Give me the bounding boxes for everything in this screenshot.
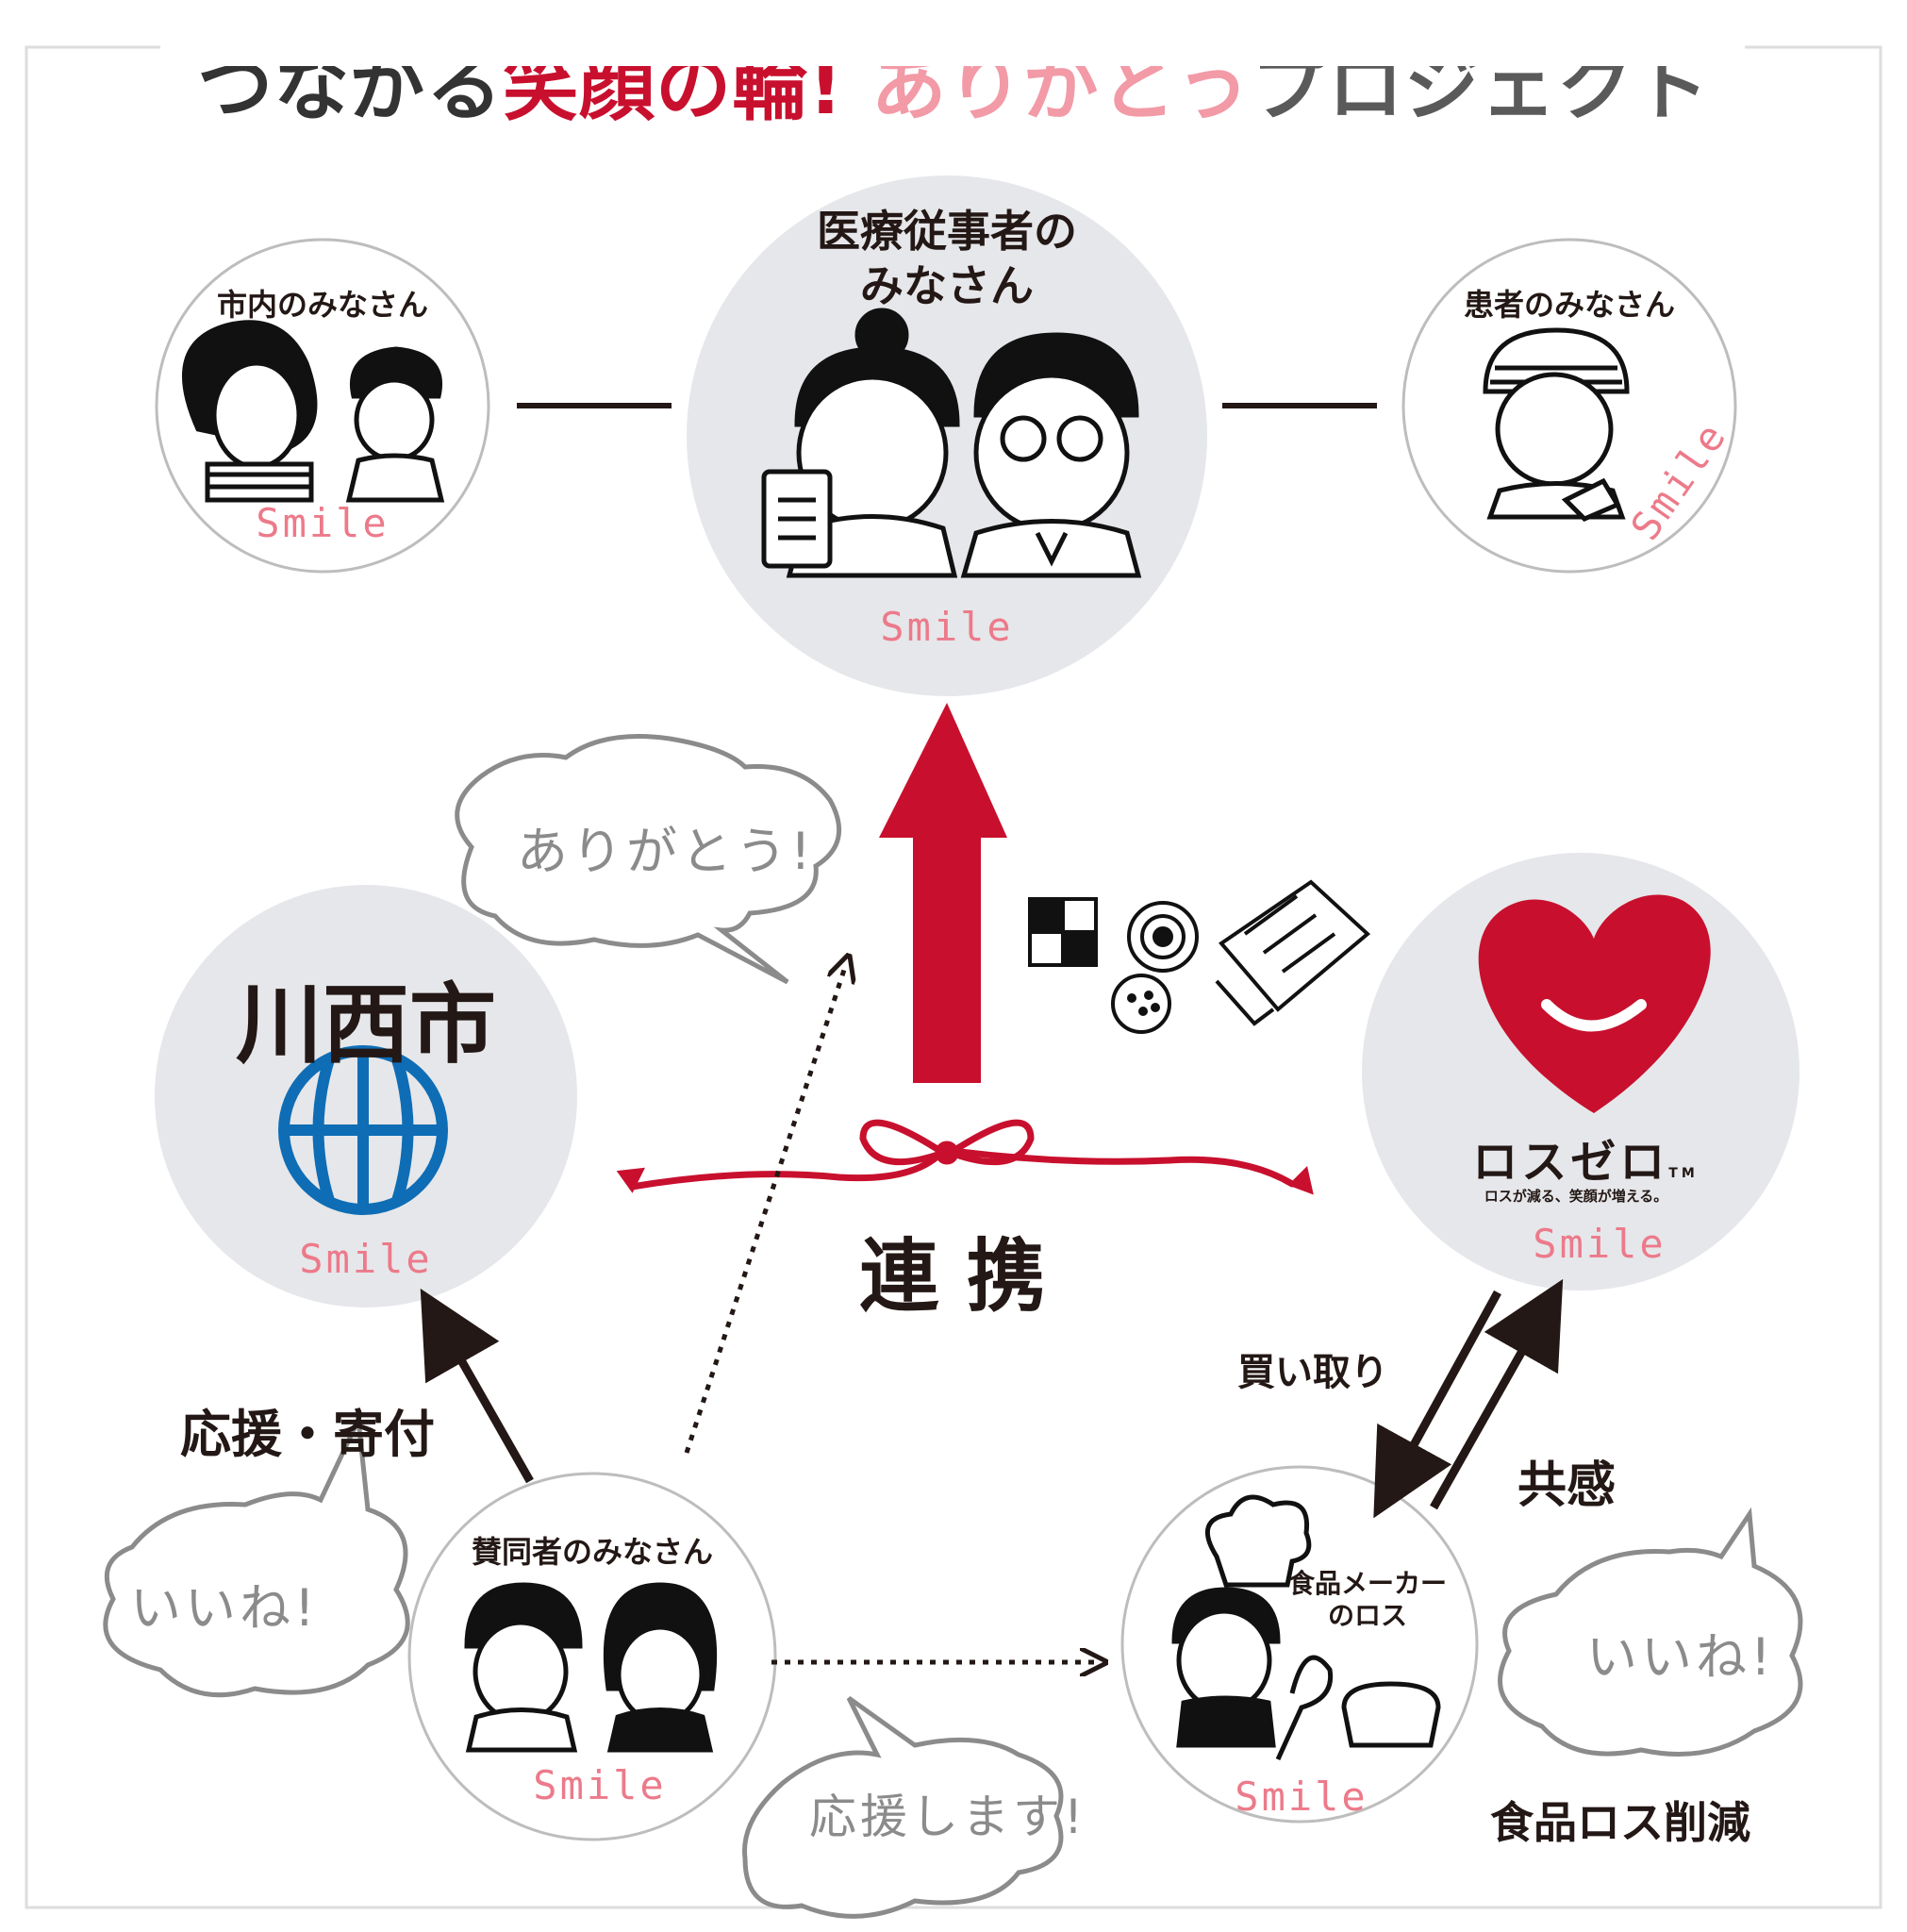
bubble-text-thanks: ありがとう! xyxy=(517,822,815,881)
patients-illustration-icon xyxy=(1483,327,1630,522)
smile-label-citizens: Smile xyxy=(256,500,390,546)
bubble-text-like-left: いいね! xyxy=(130,1578,319,1638)
speech-bubble-thanks xyxy=(455,734,842,985)
speech-bubble-like-left xyxy=(103,1410,410,1698)
purchase-arrow xyxy=(1373,1290,1501,1519)
losszero-heart-icon xyxy=(1478,894,1711,1113)
empathy-arrow xyxy=(1430,1278,1564,1510)
food-loss-label: 食品ロス削減 xyxy=(1490,1797,1750,1848)
losszero-wordmark: ロスゼロ xyxy=(1472,1136,1669,1189)
dotted-arrow-to-medical xyxy=(684,967,845,1454)
smile-label-losszero: Smile xyxy=(1533,1221,1667,1267)
node-label-medical: 医療従事者の みなさん xyxy=(817,206,1077,311)
empathy-label: 共感 xyxy=(1517,1457,1616,1514)
partnership-red-arrow xyxy=(879,703,1007,1083)
node-label-supporters: 賛同者のみなさん xyxy=(471,1534,713,1570)
bubble-text-like-right: いいね! xyxy=(1586,1627,1775,1687)
ribbon-icon xyxy=(616,1119,1314,1195)
support-label: 応援・寄付 xyxy=(180,1405,435,1464)
smile-label-medical: Smile xyxy=(880,604,1014,650)
title-frame-gap xyxy=(160,38,1745,66)
city-emblem-icon xyxy=(278,1045,448,1215)
maker-illustration-icon xyxy=(1171,1494,1441,1761)
node-label-losszero: ロスゼロTM xyxy=(1458,1124,1713,1191)
node-label-patients: 患者のみなさん xyxy=(1463,287,1675,323)
medical-illustration-icon xyxy=(761,308,1142,578)
losszero-tm: TM xyxy=(1668,1166,1699,1181)
smile-label-supporters: Smile xyxy=(533,1762,667,1808)
supporters-illustration-icon xyxy=(464,1582,718,1753)
node-label-maker: 食品メーカー のロス xyxy=(1287,1568,1447,1631)
purchase-label: 買い取り xyxy=(1237,1351,1388,1394)
partnership-label: 連 携 xyxy=(859,1230,1046,1323)
citizens-illustration-icon xyxy=(182,320,445,503)
support-arrow xyxy=(420,1288,534,1484)
speech-bubble-cheer xyxy=(742,1695,1064,1919)
node-label-city: 川西市 xyxy=(235,974,496,1075)
sweets-illustration-icon xyxy=(1028,879,1371,1034)
speech-bubble-like-right xyxy=(1498,1507,1803,1757)
smile-label-city: Smile xyxy=(299,1236,433,1282)
node-label-citizens: 市内のみなさん xyxy=(216,287,428,323)
node-label-losszero-tagline: ロスが減る、笑顔が増える。 xyxy=(1484,1188,1668,1205)
smile-label-maker: Smile xyxy=(1235,1774,1368,1820)
bubble-text-cheer: 応援します! xyxy=(809,1790,1087,1844)
